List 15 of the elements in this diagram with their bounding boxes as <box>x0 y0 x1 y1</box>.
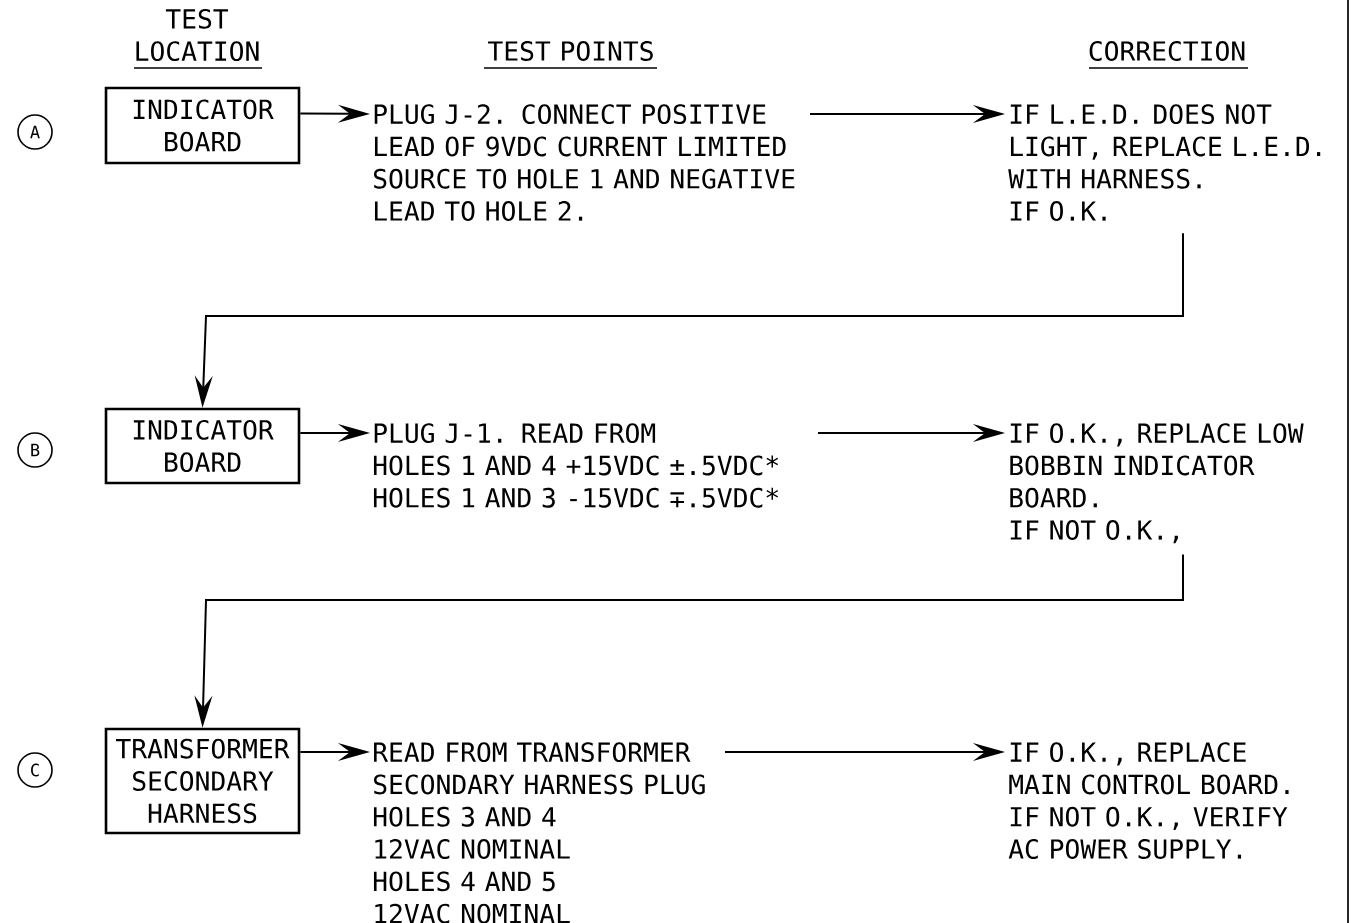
circled-letter: C <box>17 752 53 788</box>
column-heading: TEST POINTS <box>483 41 658 69</box>
column-heading: TEST LOCATION <box>133 8 263 69</box>
instruction-text: PLUG J-2. CONNECT POSITIVE LEAD OF 9VDC CURRENT LIMITED SOURCE TO HOLE 1 AND NEGATIVE LEAD TO HOLE 2. <box>374 104 795 221</box>
instruction-text: IF O.K., REPLACE LOW BOBBIN INDICATOR BOARD. IF NOT O.K., <box>1010 423 1304 544</box>
instruction-text: PLUG J-1. READ FROM HOLES 1 AND 4 +15VDC ±.5VDC* HOLES 1 AND 3 -15VDC ∓.5VDC* <box>373 423 779 508</box>
circled-letter: A <box>17 114 53 150</box>
location-box: INDICATOR BOARD <box>104 86 301 165</box>
location-box: TRANSFORMER SECONDARY HARNESS <box>104 727 301 835</box>
instruction-text: READ FROM TRANSFORMER SECONDARY HARNESS PLUG HOLES 3 AND 4 12VAC NOMINAL HOLES 4 AND 5 12VAC NOMINAL <box>373 742 705 923</box>
location-box: INDICATOR BOARD <box>104 407 301 485</box>
column-heading: CORRECTION <box>1088 41 1249 69</box>
instruction-text: IF O.K., REPLACE MAIN CONTROL BOARD. IF NOT O.K., VERIFY AC POWER SUPPLY. <box>1008 742 1289 859</box>
instruction-text: IF L.E.D. DOES NOT LIGHT, REPLACE L.E.D. WITH HARNESS. IF O.K. <box>1008 104 1321 221</box>
circled-letter: B <box>17 432 53 468</box>
